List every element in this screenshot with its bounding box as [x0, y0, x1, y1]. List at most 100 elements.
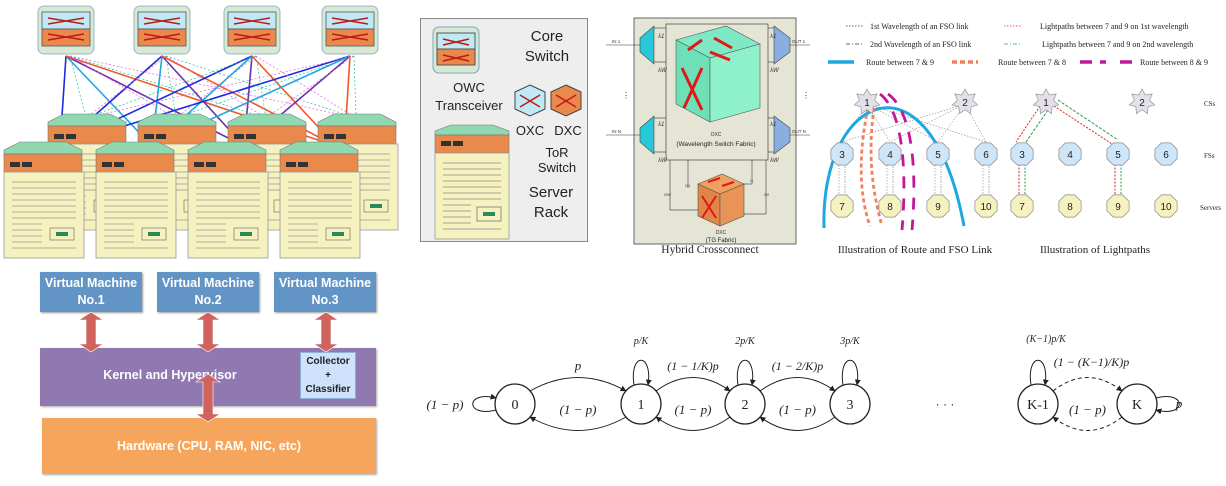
forward-label: (1 − 2/K)p: [772, 359, 823, 373]
rack-led: [332, 232, 344, 236]
lp-fs-3-label: 3: [1019, 150, 1025, 161]
route-cs-1-label: 1: [864, 98, 870, 109]
core-switch: [321, 5, 379, 55]
port-block: [194, 162, 204, 167]
backward-transition: [759, 416, 836, 431]
port-block: [22, 162, 32, 167]
lp-fs-6: [1154, 142, 1178, 166]
lp-server-7-label: 7: [1019, 202, 1025, 213]
state-3: [829, 383, 871, 425]
lp-server-8-label: 8: [1067, 202, 1073, 213]
self-loop-label: (1 − p): [427, 397, 464, 412]
lp-fs-3: [1010, 142, 1034, 166]
legend-label-0: 1st Wavelength of an FSO link: [870, 22, 969, 31]
self-loop-K-1: [1029, 359, 1049, 386]
route-7-9: [822, 106, 966, 229]
collector-label: Collector: [306, 356, 350, 367]
lambdaW-label-out: λW: [769, 68, 780, 74]
state-label: K: [1132, 398, 1142, 413]
server-rack-front: [279, 141, 361, 259]
state-label: 2: [742, 398, 749, 413]
dxc-icon: [550, 84, 582, 117]
legend-label-4: Route between 7 & 9: [866, 58, 934, 67]
double-arrow-icon: [78, 311, 104, 353]
forward-label: (1 − (K−1)/K)p: [1054, 355, 1130, 369]
vm-box-1: Virtual Machine No.1: [40, 272, 142, 312]
core-switch-icon: [432, 26, 480, 74]
backward-transition: [655, 416, 731, 431]
state-1: [620, 383, 662, 425]
route-fs-6: [974, 142, 998, 166]
oxc-cube: [675, 25, 761, 123]
legend-label-2: Lightpaths between 7 and 9 on 1st wavele…: [1040, 22, 1189, 31]
rack-led: [56, 232, 68, 236]
hybrid-crossconnect-diagram: OXC (Wavelength Switch Fabric) IN 1 IN N…: [606, 17, 810, 245]
vertical-ellipsis: ⋮: [622, 91, 630, 100]
topology-wireless-link: [255, 55, 267, 119]
route-server-9: [926, 194, 950, 218]
route-fs-3-label: 3: [839, 150, 845, 161]
core-switch: [37, 5, 95, 55]
ellipsis: · · ·: [936, 397, 955, 411]
port-block: [286, 162, 296, 167]
server-rack-front: [187, 141, 269, 259]
lightpath: [1025, 109, 1049, 143]
topology-wireless-link: [69, 55, 87, 119]
lightpath: [1015, 105, 1041, 143]
route-cs-2: [951, 88, 979, 115]
tor-transceiver: [317, 113, 397, 127]
lp-server-9: [1106, 194, 1130, 218]
rack-led: [148, 232, 160, 236]
rack-led: [240, 232, 252, 236]
lambdaW-label: λW: [657, 68, 668, 74]
route-server-7: [830, 194, 854, 218]
server-rack: [279, 171, 361, 259]
backward-label: (1 − p): [675, 402, 712, 417]
route-fs-4: [878, 142, 902, 166]
topology-wireless-link: [353, 55, 357, 119]
server-rack: [187, 171, 269, 259]
lp-cs-2: [1128, 88, 1156, 115]
legend-label-5: Route between 7 & 8: [998, 58, 1066, 67]
legend-label-6: Route between 8 & 9: [1140, 58, 1208, 67]
lightpath-graph-caption: Illustration of Lightpaths: [1040, 244, 1150, 256]
row-label-css: CSs: [1204, 100, 1216, 108]
tor-transceiver: [137, 113, 217, 127]
backward-transition: [529, 416, 627, 431]
fso-link: [889, 103, 966, 143]
route-server-9-label: 9: [935, 202, 941, 213]
self-loop-3: [841, 359, 861, 386]
backward-transition: [1052, 416, 1123, 431]
core-switch: [133, 5, 191, 55]
server-rack-front: [95, 141, 177, 259]
topology-wireless-link: [255, 55, 357, 119]
server-rack-front: [3, 141, 85, 259]
plus-label: +: [325, 370, 331, 381]
fso-link: [841, 103, 966, 143]
demux-n: [639, 115, 655, 155]
lp-server-9-label: 9: [1115, 202, 1121, 213]
topology-wireless-link: [85, 55, 355, 119]
route-server-7-label: 7: [839, 202, 845, 213]
route-cs-2-label: 2: [962, 98, 968, 109]
legend-label-1: 2nd Wavelength of an FSO link: [870, 40, 971, 49]
self-loop-K: [1155, 396, 1180, 415]
lightpath: [1057, 99, 1119, 141]
demux-1: [639, 25, 655, 65]
lp-fs-6-label: 6: [1163, 150, 1169, 161]
lp-fs-4: [1058, 142, 1082, 166]
port-iw: IW: [764, 192, 769, 197]
lp-fs-5: [1106, 142, 1130, 166]
oxc-label: OXC: [711, 132, 722, 138]
self-loop-2: [736, 359, 756, 386]
lambda1-label-out-n: λ1: [769, 122, 776, 128]
lightpath: [1053, 105, 1113, 145]
lambdaW-label-n: λW: [657, 158, 668, 164]
double-arrow-icon: [313, 311, 339, 353]
rack-led: [370, 204, 382, 208]
route-cs-1: [853, 88, 881, 115]
topology-legend-box: Core Switch OWC Transceiver OXC DXC ToR …: [420, 18, 588, 242]
double-arrow-icon: [195, 373, 221, 423]
backward-label: (1 − p): [560, 402, 597, 417]
